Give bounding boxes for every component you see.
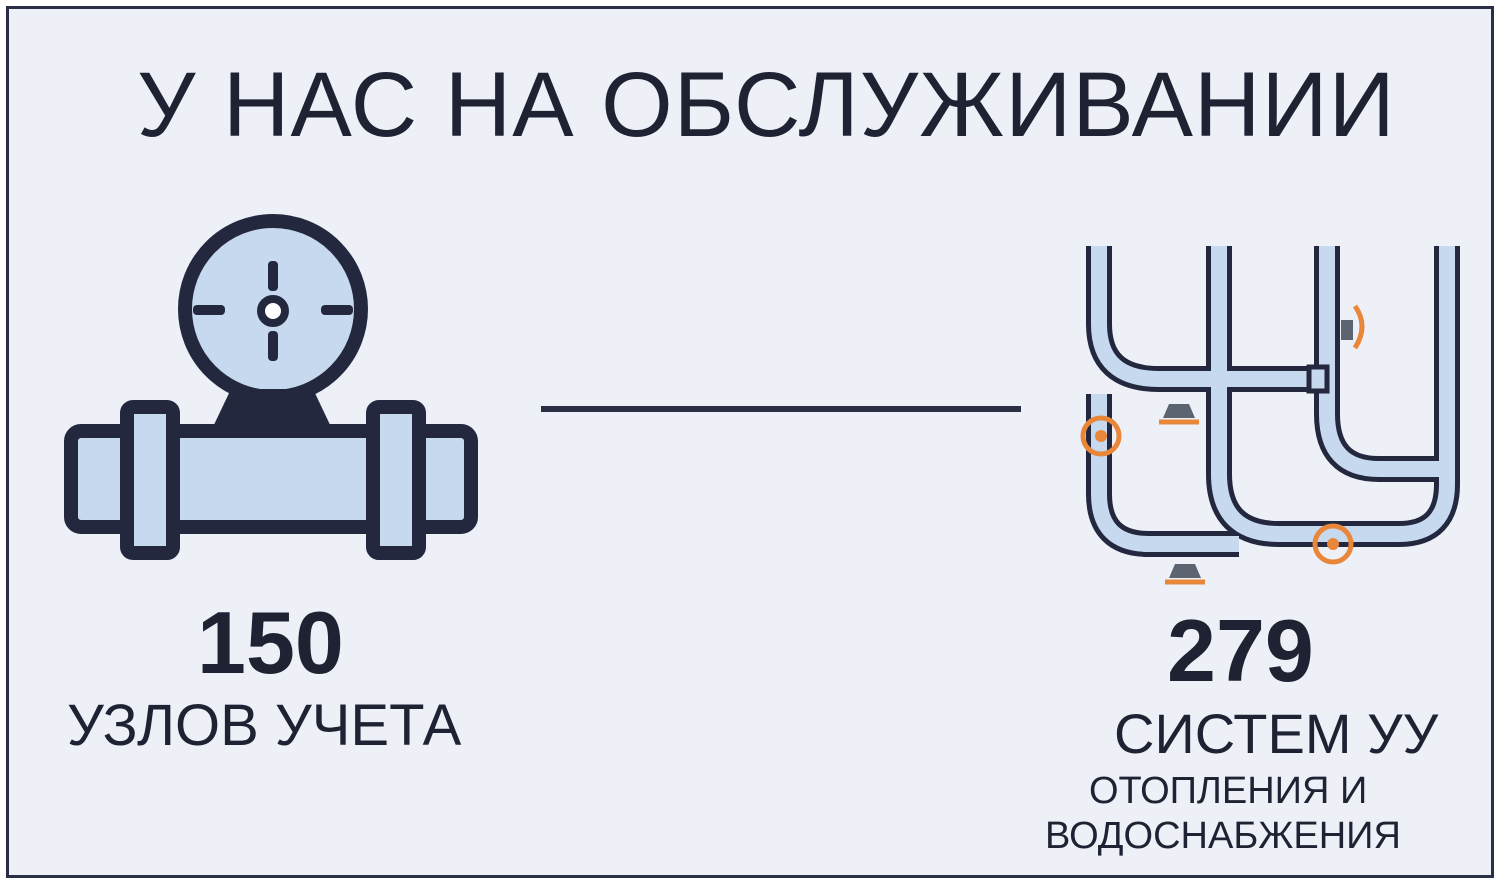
systems-sub-label-water: ВОДОСНАБЖЕНИЯ <box>1045 815 1401 857</box>
page-title: У НАС НА ОБСЛУЖИВАНИИ <box>137 54 1396 156</box>
pipe-system-icon <box>1080 246 1460 585</box>
systems-label: СИСТЕМ УУ <box>1114 706 1439 762</box>
connector-line <box>541 406 1021 412</box>
meters-count: 150 <box>197 593 344 692</box>
meters-label: УЗЛОВ УЧЕТА <box>67 693 462 758</box>
flow-meter-icon <box>64 214 478 560</box>
infographic-frame: У НАС НА ОБСЛУЖИВАНИИ <box>6 6 1494 878</box>
systems-count: 279 <box>1167 601 1314 700</box>
systems-sub-label-heating: ОТОПЛЕНИЯ И <box>1089 770 1368 812</box>
